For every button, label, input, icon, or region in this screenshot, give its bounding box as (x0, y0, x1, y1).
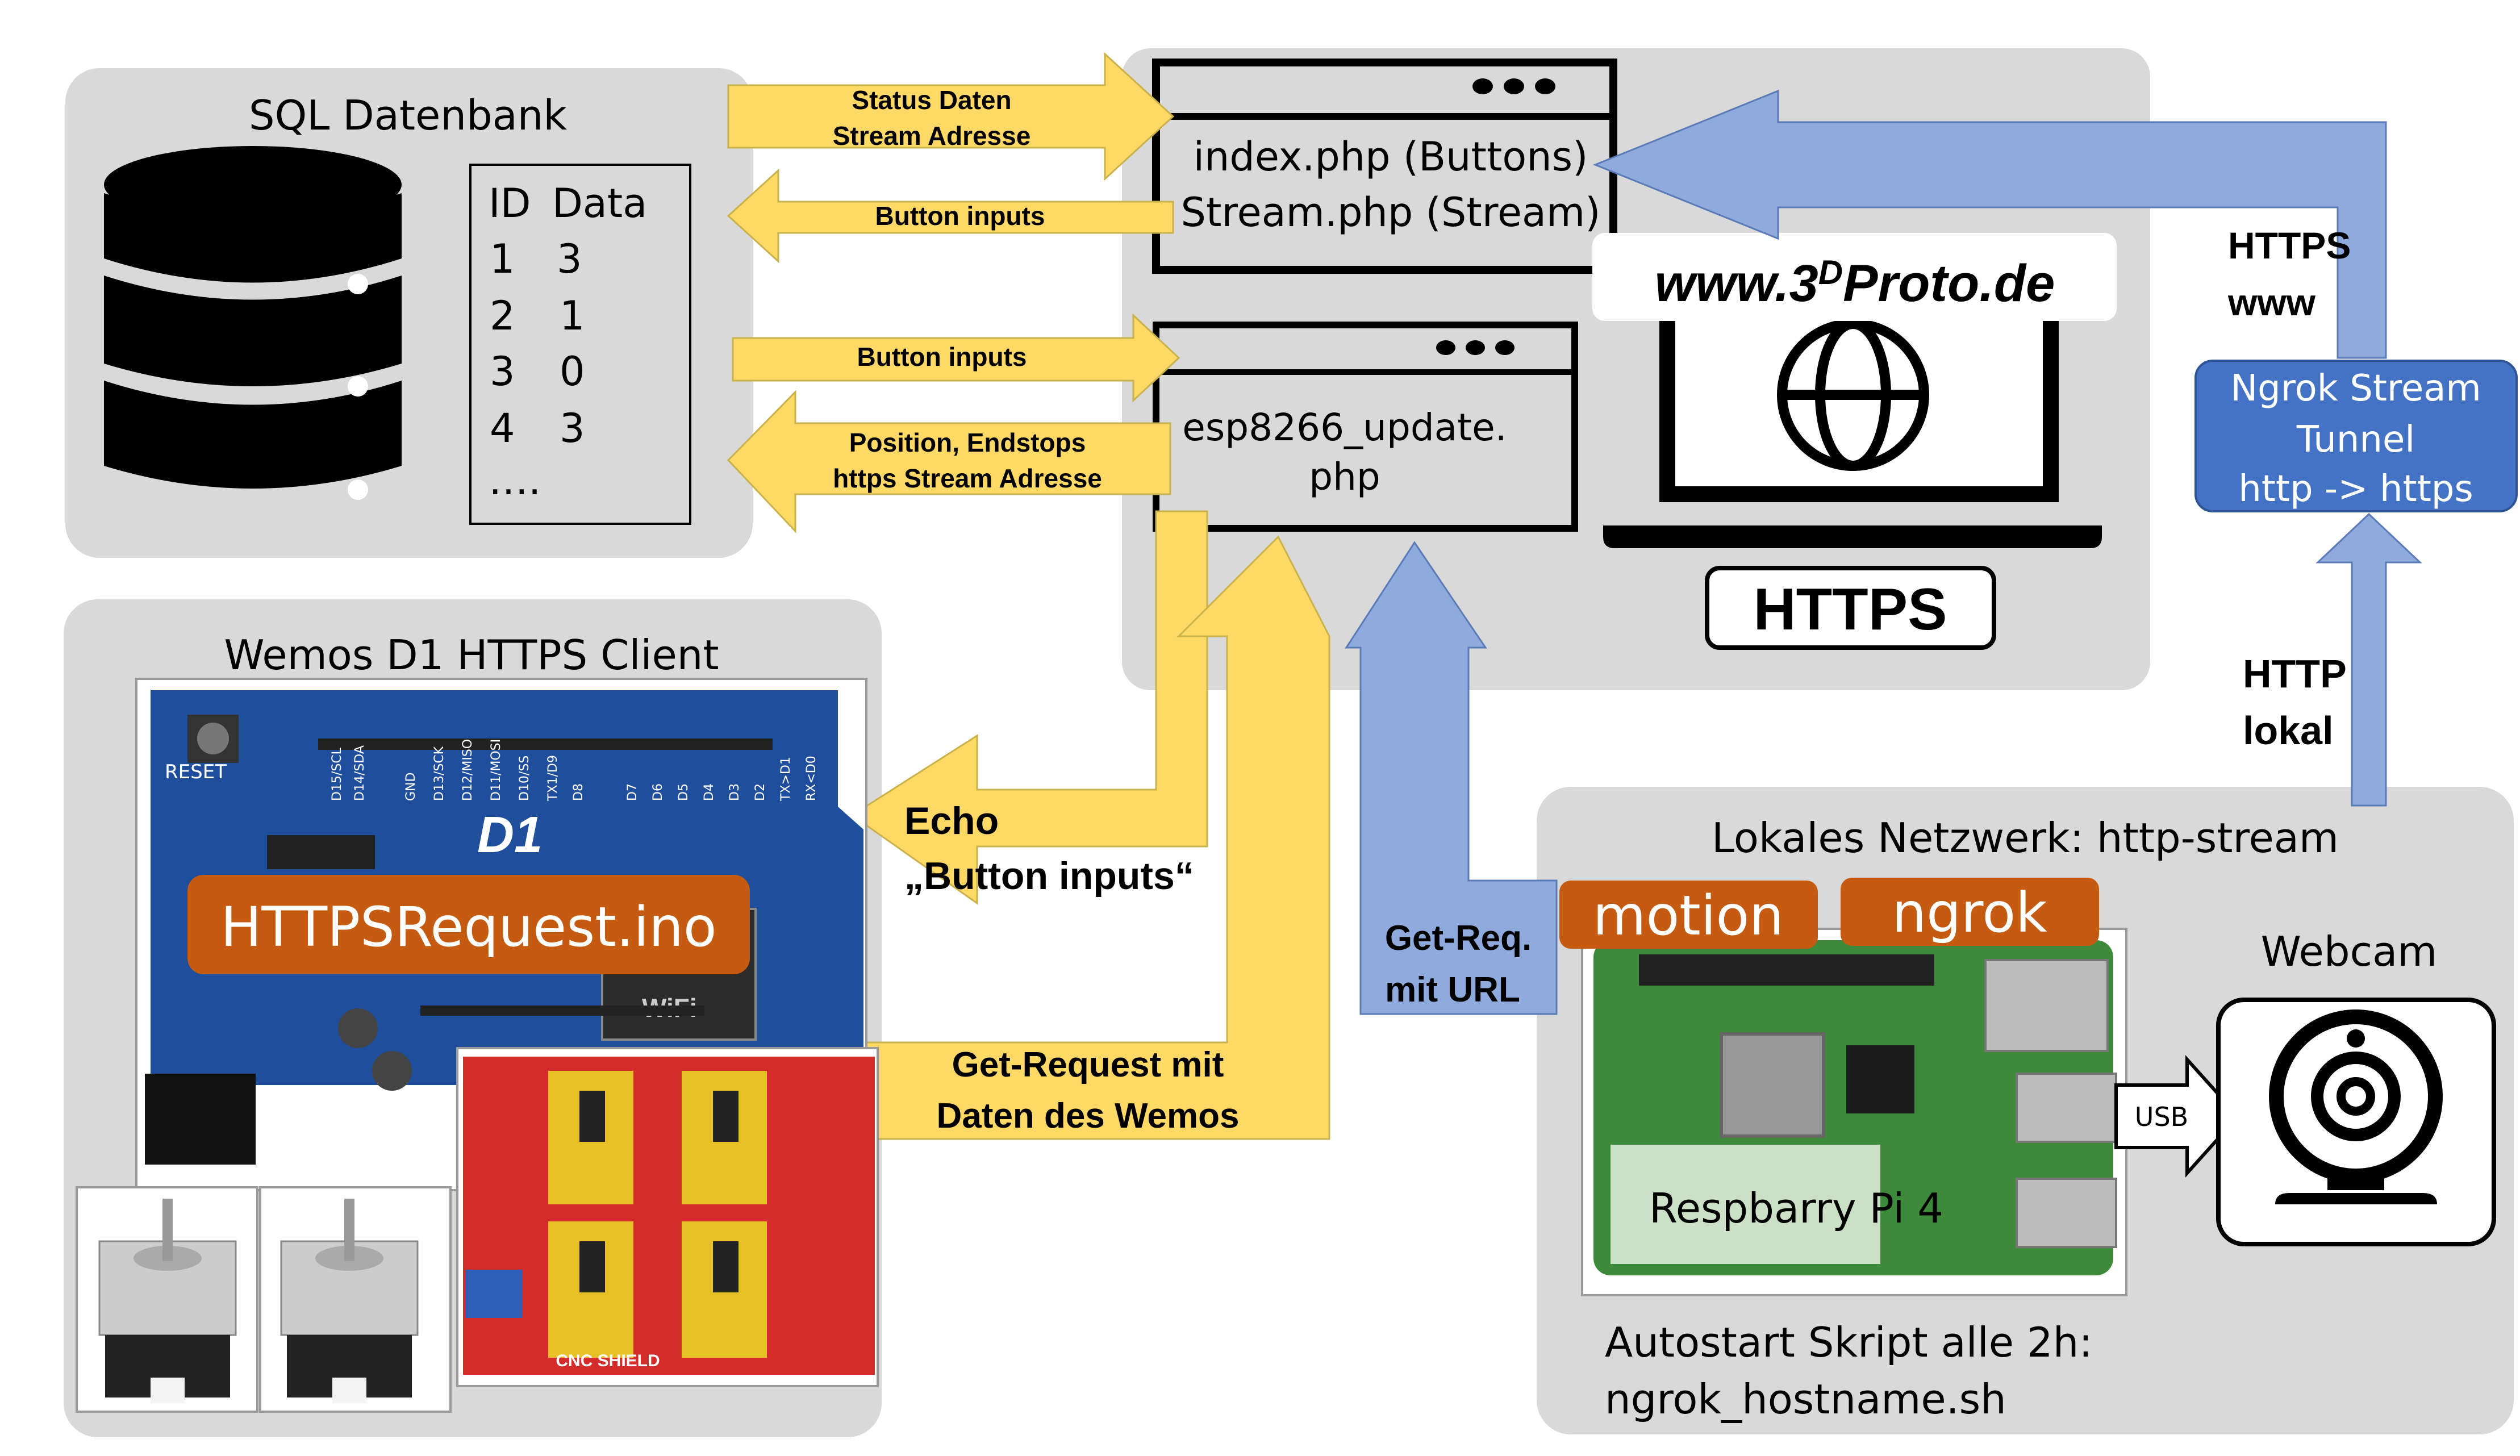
ngrok-tunnel-line2: Tunnel (2296, 419, 2415, 461)
arrow-echo-line2: „Button inputs“ (904, 854, 1194, 898)
globe-icon (1777, 319, 1929, 471)
ngrok-tunnel-box (2194, 360, 2518, 512)
svg-text:GND: GND (404, 773, 418, 801)
wemos-panel-title: Wemos D1 HTTPS Client (224, 631, 719, 679)
arrow-status-daten-line1: Status Daten (852, 85, 1011, 115)
arrow-position-endstops (727, 390, 1171, 533)
arrow-status-daten-line2: Stream Adresse (833, 121, 1031, 151)
svg-text:D10/SS: D10/SS (518, 756, 532, 801)
browser-window-index (1152, 59, 1617, 274)
domain-banner (1592, 233, 2117, 321)
svg-text:D3: D3 (728, 783, 742, 801)
arrow-https-www-line1: HTTPS (2228, 224, 2351, 266)
database-icon (104, 146, 402, 500)
sql-row-1-id: 1 (490, 236, 515, 282)
window-index-line2: Stream.php (Stream) (1181, 189, 1601, 236)
arrow-button-inputs-top (727, 168, 1174, 264)
arrow-button-inputs-mid (732, 313, 1180, 403)
arrow-usb (2114, 1055, 2241, 1178)
svg-text:D14/SDA: D14/SDA (353, 745, 367, 801)
arrow-https-www (1592, 89, 2387, 359)
raspberry-pi-photo (1581, 928, 2127, 1296)
https-badge-label: HTTPS (1754, 577, 1947, 643)
ngrok-tunnel-line1: Ngrok Stream (2230, 368, 2481, 410)
sql-row-1-data: 3 (557, 236, 582, 282)
pi-tag-ngrok-box (1841, 878, 2099, 946)
arrow-status-daten (727, 52, 1175, 181)
arrow-get-request (851, 535, 1330, 1140)
autostart-line1: Autostart Skript alle 2h: (1605, 1319, 2093, 1366)
sql-col-header-id: ID (489, 180, 531, 227)
board-pin-header: D15/SCL D14/SDA GND D13/SCK D12/MISO D11… (330, 739, 819, 802)
board-d1-label: D1 (477, 807, 543, 863)
ngrok-tunnel-line3: http -> https (2238, 468, 2473, 510)
arrow-get-req-url (1345, 541, 1558, 1015)
arrow-position-line1: Position, Endstops (849, 428, 1086, 457)
board-reset-label: RESET (165, 761, 227, 783)
arrow-button-inputs-mid-label: Button inputs (857, 342, 1027, 372)
window-index-line1: index.php (Buttons) (1194, 133, 1588, 180)
arrow-http-lokal-line1: HTTP (2243, 652, 2347, 696)
sql-table-ellipsis: …. (489, 457, 541, 504)
svg-text:D13/SCK: D13/SCK (432, 746, 447, 801)
window-update-line1: esp8266_update. (1182, 406, 1507, 449)
browser-window-icon (1152, 59, 1617, 274)
sql-panel-title: SQL Datenbank (249, 91, 568, 139)
arrow-get-request-line1: Get-Request mit (952, 1045, 1224, 1084)
local-panel-title: Lokales Netzwerk: http-stream (1712, 814, 2339, 862)
sql-col-header-data: Data (552, 180, 647, 227)
arrow-get-request-line2: Daten des Wemos (937, 1096, 1240, 1136)
svg-text:D2: D2 (753, 783, 767, 801)
webcam-icon (2269, 1009, 2443, 1204)
sql-row-2-id: 2 (490, 293, 515, 339)
svg-text:D6: D6 (651, 783, 665, 801)
sql-row-2-data: 1 (560, 293, 585, 339)
sql-table-box (469, 164, 691, 525)
sql-row-3-id: 3 (490, 348, 515, 395)
arrow-echo (850, 510, 1208, 905)
stepper-motor-icon (76, 1186, 258, 1413)
arrow-position-line2: https Stream Adresse (833, 464, 1102, 493)
pi-tag-motion: motion (1593, 884, 1784, 948)
svg-text:D15/SCL: D15/SCL (330, 747, 344, 801)
svg-text:D11/MOSI: D11/MOSI (489, 739, 503, 801)
arrow-https-www-line2: www (2227, 281, 2316, 323)
autostart-line2: ngrok_hostname.sh (1605, 1375, 2006, 1423)
arrow-get-req-url-line1: Get-Req. (1385, 919, 1532, 958)
domain-label: www.3DProto.de (1655, 253, 2055, 312)
pi-tag-motion-box (1559, 881, 1818, 949)
sql-row-4-id: 4 (490, 405, 515, 452)
sketch-label-box (187, 875, 750, 974)
cnc-shield-label: CNC SHIELD (556, 1351, 660, 1370)
svg-text:D8: D8 (571, 783, 586, 801)
arrow-echo-line1: Echo (904, 799, 999, 842)
stepper-motor-icon (259, 1186, 452, 1413)
https-badge (1705, 566, 1996, 650)
svg-text:D5: D5 (677, 783, 691, 801)
sketch-label: HTTPSRequest.ino (220, 895, 716, 959)
arrow-usb-label: USB (2135, 1102, 2188, 1132)
cnc-shield-photo: CNC SHIELD (456, 1047, 879, 1387)
svg-text:TX>D1: TX>D1 (779, 757, 793, 802)
svg-text:D7: D7 (625, 783, 640, 801)
svg-text:D4: D4 (702, 783, 716, 801)
arrow-get-req-url-line2: mit URL (1385, 970, 1520, 1009)
sql-row-4-data: 3 (560, 405, 585, 452)
arrow-http-lokal (2315, 512, 2422, 807)
arrow-http-lokal-line2: lokal (2243, 708, 2334, 753)
svg-text:RX<D0: RX<D0 (804, 756, 819, 801)
window-update-line2: php (1309, 455, 1380, 499)
svg-text:D12/MISO: D12/MISO (461, 739, 475, 801)
svg-text:TX1/D9: TX1/D9 (546, 755, 560, 802)
pi-label: Respbarry Pi 4 (1649, 1184, 1943, 1232)
sql-row-3-data: 0 (560, 348, 585, 395)
arrow-button-inputs-top-label: Button inputs (875, 201, 1045, 231)
pi-tag-ngrok: ngrok (1892, 881, 2047, 945)
laptop-icon (1603, 299, 2102, 548)
webcam-label: Webcam (2261, 928, 2438, 975)
